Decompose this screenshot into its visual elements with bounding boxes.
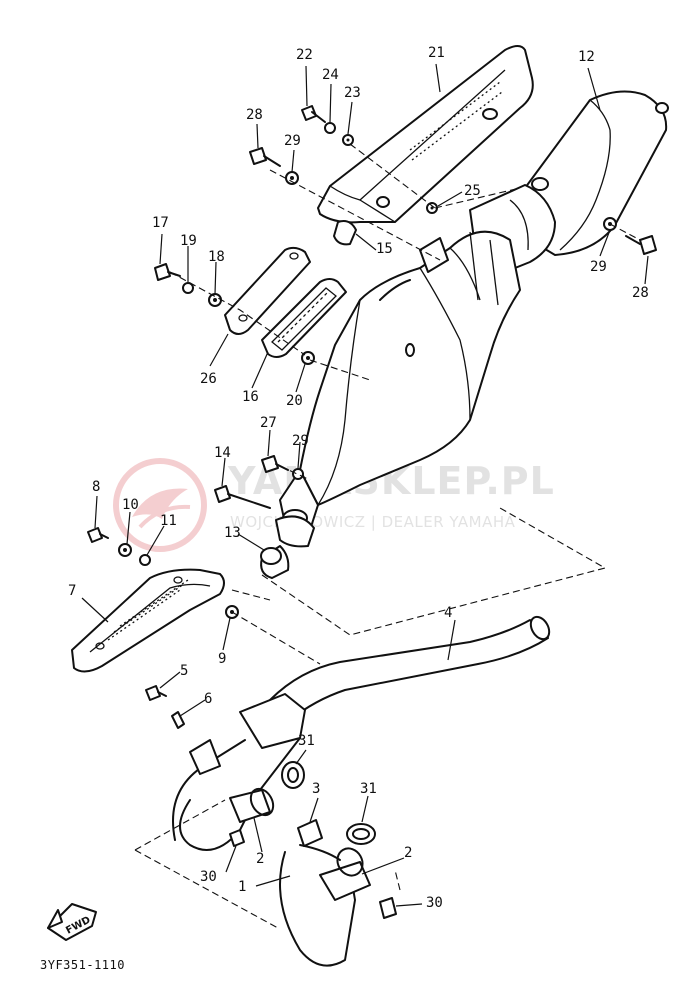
callout-24: 24	[322, 67, 339, 83]
damper-15	[333, 220, 357, 246]
callout-16: 16	[242, 389, 259, 405]
callout-4: 4	[444, 605, 453, 621]
callout-13: 13	[224, 525, 241, 541]
callout-9: 9	[218, 651, 227, 667]
callout-31-upper: 31	[298, 733, 315, 749]
callout-1: 1	[238, 879, 247, 895]
gasket-26	[224, 246, 311, 335]
callout-29-right: 29	[590, 259, 607, 275]
callout-15: 15	[376, 241, 393, 257]
collar-3	[297, 819, 323, 847]
exhaust-chamber	[279, 230, 521, 536]
callout-25: 25	[464, 183, 481, 199]
gasket-31-upper	[281, 761, 305, 789]
leader-lines	[81, 63, 649, 907]
fasteners	[87, 105, 657, 919]
callout-6: 6	[204, 691, 213, 707]
callout-28-upper: 28	[246, 107, 263, 123]
callout-23: 23	[344, 85, 361, 101]
callout-31-lower: 31	[360, 781, 377, 797]
callout-3: 3	[312, 781, 321, 797]
callout-20: 20	[286, 393, 303, 409]
callout-29-upper: 29	[284, 133, 301, 149]
callout-11: 11	[160, 513, 177, 529]
callout-18: 18	[208, 249, 225, 265]
callout-14: 14	[214, 445, 231, 461]
callout-30-left: 30	[200, 869, 217, 885]
callout-8: 8	[92, 479, 101, 495]
callout-2-right: 2	[404, 845, 413, 861]
exhaust-pipe	[172, 615, 551, 967]
callout-27: 27	[260, 415, 277, 431]
gasket-16	[261, 278, 347, 358]
callout-12: 12	[578, 49, 595, 65]
callout-2-left: 2	[256, 851, 265, 867]
callout-17: 17	[152, 215, 169, 231]
callout-19: 19	[180, 233, 197, 249]
muffler	[469, 90, 669, 283]
heat-protector-upper	[317, 45, 534, 224]
callout-5: 5	[180, 663, 189, 679]
heat-protector-lower	[71, 568, 225, 673]
callout-10: 10	[122, 497, 139, 513]
dealer-logo-icon	[113, 458, 207, 552]
callout-7: 7	[68, 583, 77, 599]
gasket-31-lower	[346, 823, 376, 845]
callout-28-right: 28	[632, 285, 649, 301]
catalog-code: 3YF351-1110	[40, 958, 125, 972]
forward-arrow-icon: FWD	[47, 903, 97, 941]
callout-26: 26	[200, 371, 217, 387]
callout-21: 21	[428, 45, 445, 61]
callout-22: 22	[296, 47, 313, 63]
assembly-lines	[134, 143, 641, 929]
callout-29-mid: 29	[292, 433, 309, 449]
callout-30-right: 30	[426, 895, 443, 911]
